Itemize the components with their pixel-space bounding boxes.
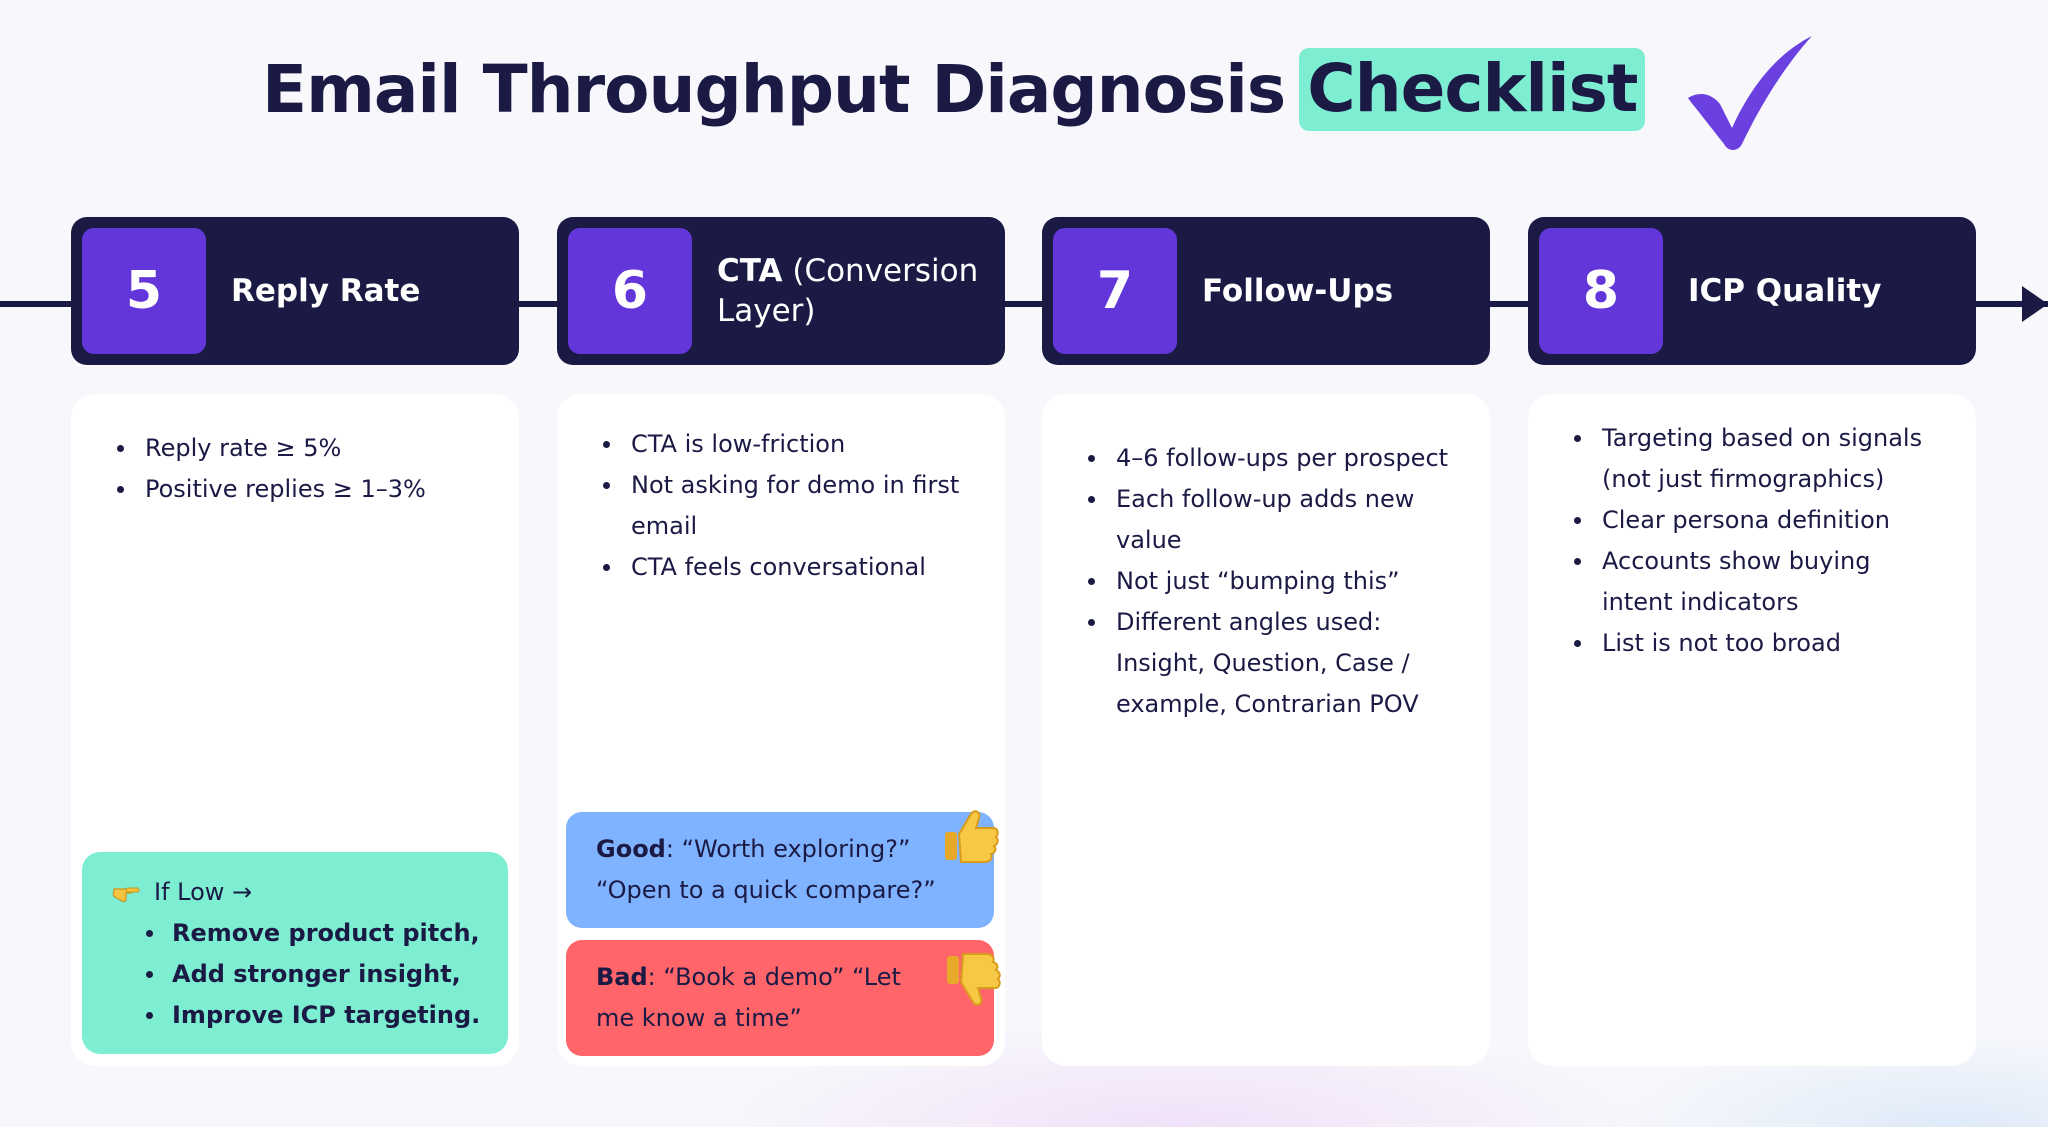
step-card-follow-ups: 4–6 follow-ups per prospect Each follow-… [1042, 394, 1490, 1066]
step-title-bold: Reply Rate [231, 273, 421, 309]
step-card-cta: CTA is low-friction Not asking for demo … [557, 394, 1005, 1066]
list-item: Positive replies ≥ 1–3% [113, 469, 499, 510]
list-item: CTA feels conversational [599, 547, 985, 588]
list-item: Add stronger insight, [144, 954, 480, 995]
list-item: Different angles used: Insight, Question… [1084, 602, 1460, 725]
list-item: List is not too broad [1570, 623, 1948, 664]
bad-example-box: Bad: “Book a demo” “Let me know a time” [566, 940, 994, 1056]
list-item: Each follow-up adds new value [1084, 479, 1460, 561]
good-example-text: Good: “Worth exploring?” “Open to a quic… [596, 835, 936, 904]
bad-label: Bad [596, 963, 648, 991]
if-low-actions: Remove product pitch, Add stronger insig… [144, 913, 480, 1036]
step-title-bold: ICP Quality [1688, 273, 1882, 309]
thumbs-up-icon [945, 810, 999, 863]
step-number: 5 [82, 228, 206, 354]
list-item: Not just “bumping this” [1084, 561, 1460, 602]
page-title-highlight: Checklist [1299, 48, 1646, 131]
if-low-box: If Low → Remove product pitch, Add stron… [82, 852, 508, 1054]
step-header-icp-quality: 8 ICP Quality [1528, 217, 1976, 365]
good-example-box: Good: “Worth exploring?” “Open to a quic… [566, 812, 994, 928]
list-item: Improve ICP targeting. [144, 995, 480, 1036]
criteria-list: 4–6 follow-ups per prospect Each follow-… [1084, 438, 1460, 725]
step-number: 6 [568, 228, 692, 354]
pointing-hand-icon [112, 887, 140, 903]
list-item: CTA is low-friction [599, 424, 985, 465]
list-item: Accounts show buying intent indicators [1570, 541, 1948, 623]
criteria-list: Targeting based on signals (not just fir… [1570, 418, 1948, 664]
criteria-list: Reply rate ≥ 5% Positive replies ≥ 1–3% [113, 428, 499, 510]
if-low-label: If Low → [112, 872, 252, 912]
step-header-reply-rate: 5 Reply Rate [71, 217, 519, 365]
thumbs-down-icon [947, 953, 1001, 1006]
checkmark-icon [1688, 36, 1812, 150]
list-item: Not asking for demo in first email [599, 465, 985, 547]
step-title: Follow-Ups [1202, 217, 1472, 365]
step-title: Reply Rate [231, 217, 501, 365]
step-header-cta: 6 CTA (Conversion Layer) [557, 217, 1005, 365]
criteria-list: CTA is low-friction Not asking for demo … [599, 424, 985, 588]
list-item: Targeting based on signals (not just fir… [1570, 418, 1948, 500]
step-title-bold: Follow-Ups [1202, 273, 1394, 309]
timeline-line [0, 301, 2048, 307]
step-title-bold: CTA [717, 253, 783, 289]
step-title: ICP Quality [1688, 217, 1958, 365]
list-item: Clear persona definition [1570, 500, 1948, 541]
step-header-follow-ups: 7 Follow-Ups [1042, 217, 1490, 365]
good-label: Good [596, 835, 666, 863]
list-item: Reply rate ≥ 5% [113, 428, 499, 469]
step-title-light: (Conversion Layer) [717, 253, 979, 329]
page-title-main: Email Throughput Diagnosis [262, 51, 1286, 128]
list-item: Remove product pitch, [144, 913, 480, 954]
bad-example-text: Bad: “Book a demo” “Let me know a time” [596, 963, 901, 1032]
page-title: Email Throughput Diagnosis Checklist [262, 48, 1646, 131]
timeline-arrow-icon [2022, 286, 2048, 322]
step-card-icp-quality: Targeting based on signals (not just fir… [1528, 394, 1976, 1066]
list-item: 4–6 follow-ups per prospect [1084, 438, 1460, 479]
step-card-reply-rate: Reply rate ≥ 5% Positive replies ≥ 1–3% … [71, 394, 519, 1066]
step-number: 7 [1053, 228, 1177, 354]
step-number: 8 [1539, 228, 1663, 354]
step-title: CTA (Conversion Layer) [717, 217, 987, 365]
